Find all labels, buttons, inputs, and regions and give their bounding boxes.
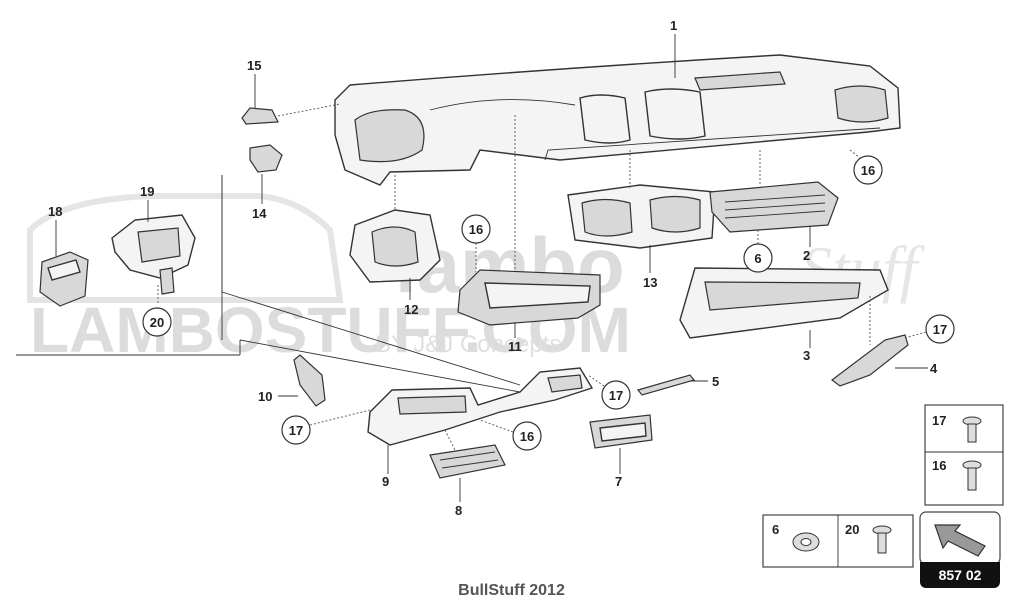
- page-code-badge: 857 02: [920, 562, 1000, 588]
- svg-text:20: 20: [845, 522, 859, 537]
- part-5-cover-strip: [636, 374, 696, 396]
- label-12: 12: [404, 302, 418, 317]
- washer-6-icon: [792, 532, 820, 552]
- part-10-side-cap: [293, 354, 326, 407]
- label-1: 1: [670, 18, 677, 33]
- callout-20: 20: [142, 307, 172, 337]
- label-3: 3: [803, 348, 810, 363]
- label-9: 9: [382, 474, 389, 489]
- part-11-instrument-cluster: [457, 269, 601, 326]
- watermark-tagline: BY J&J Concepts: [375, 331, 561, 358]
- label-7: 7: [615, 474, 622, 489]
- callout-16-cluster: 16: [461, 214, 491, 272]
- svg-text:17: 17: [289, 423, 303, 438]
- svg-text:16: 16: [932, 458, 946, 473]
- svg-text:6: 6: [754, 251, 761, 266]
- part-9-lower-panel: [367, 367, 594, 446]
- part-7-switch-panel: [589, 414, 653, 449]
- legend-page-arrow: [919, 511, 1001, 565]
- footer-caption: BullStuff 2012: [458, 582, 565, 599]
- part-19-bracket: [111, 214, 196, 295]
- callout-17-left: 17: [281, 409, 371, 445]
- callout-17-center: 17: [587, 374, 631, 410]
- part-15-bracket: [241, 107, 279, 125]
- label-11: 11: [508, 339, 522, 354]
- label-10: 10: [258, 389, 272, 404]
- label-4: 4: [930, 361, 938, 376]
- screw-16-icon: [962, 460, 982, 491]
- label-5: 5: [712, 374, 719, 389]
- part-18-switch-unit: [39, 251, 89, 307]
- svg-text:16: 16: [469, 222, 483, 237]
- screw-20-icon: [872, 525, 892, 554]
- callout-6: 6: [743, 230, 773, 273]
- svg-text:20: 20: [150, 315, 164, 330]
- part-14-clip: [249, 144, 283, 173]
- part-2-vent-grille: [709, 181, 839, 233]
- svg-text:17: 17: [932, 413, 946, 428]
- part-12-vent-housing: [349, 209, 441, 283]
- callout-16-lower: 16: [479, 419, 542, 451]
- watermark: lambo Stuff LAMBOSTUFF.COM BY J&J Concep…: [27, 193, 926, 366]
- callout-16-top-right: 16: [849, 149, 883, 185]
- callout-17-right: 17: [904, 314, 955, 344]
- part-3-glovebox: [679, 267, 889, 339]
- label-13: 13: [643, 275, 657, 290]
- svg-text:17: 17: [933, 322, 947, 337]
- svg-text:17: 17: [609, 388, 623, 403]
- svg-text:16: 16: [520, 429, 534, 444]
- part-4-trim-strip: [831, 334, 909, 387]
- screw-17-icon: [962, 416, 982, 443]
- svg-text:16: 16: [861, 163, 875, 178]
- label-8: 8: [455, 503, 462, 518]
- guide-lines: [16, 175, 521, 393]
- label-19: 19: [140, 184, 154, 199]
- arrow-icon: [934, 524, 986, 557]
- legend-washer-screw: 6 20: [762, 514, 914, 568]
- part-8-button-block: [429, 444, 506, 479]
- legend-screws-17-16: 17 16: [924, 404, 1004, 506]
- label-18: 18: [48, 204, 62, 219]
- label-2: 2: [803, 248, 810, 263]
- label-14: 14: [252, 206, 267, 221]
- svg-text:6: 6: [772, 522, 779, 537]
- part-1-dashboard-panel: [334, 54, 901, 186]
- label-15: 15: [247, 58, 261, 73]
- part-13-vent-frames: [567, 184, 716, 249]
